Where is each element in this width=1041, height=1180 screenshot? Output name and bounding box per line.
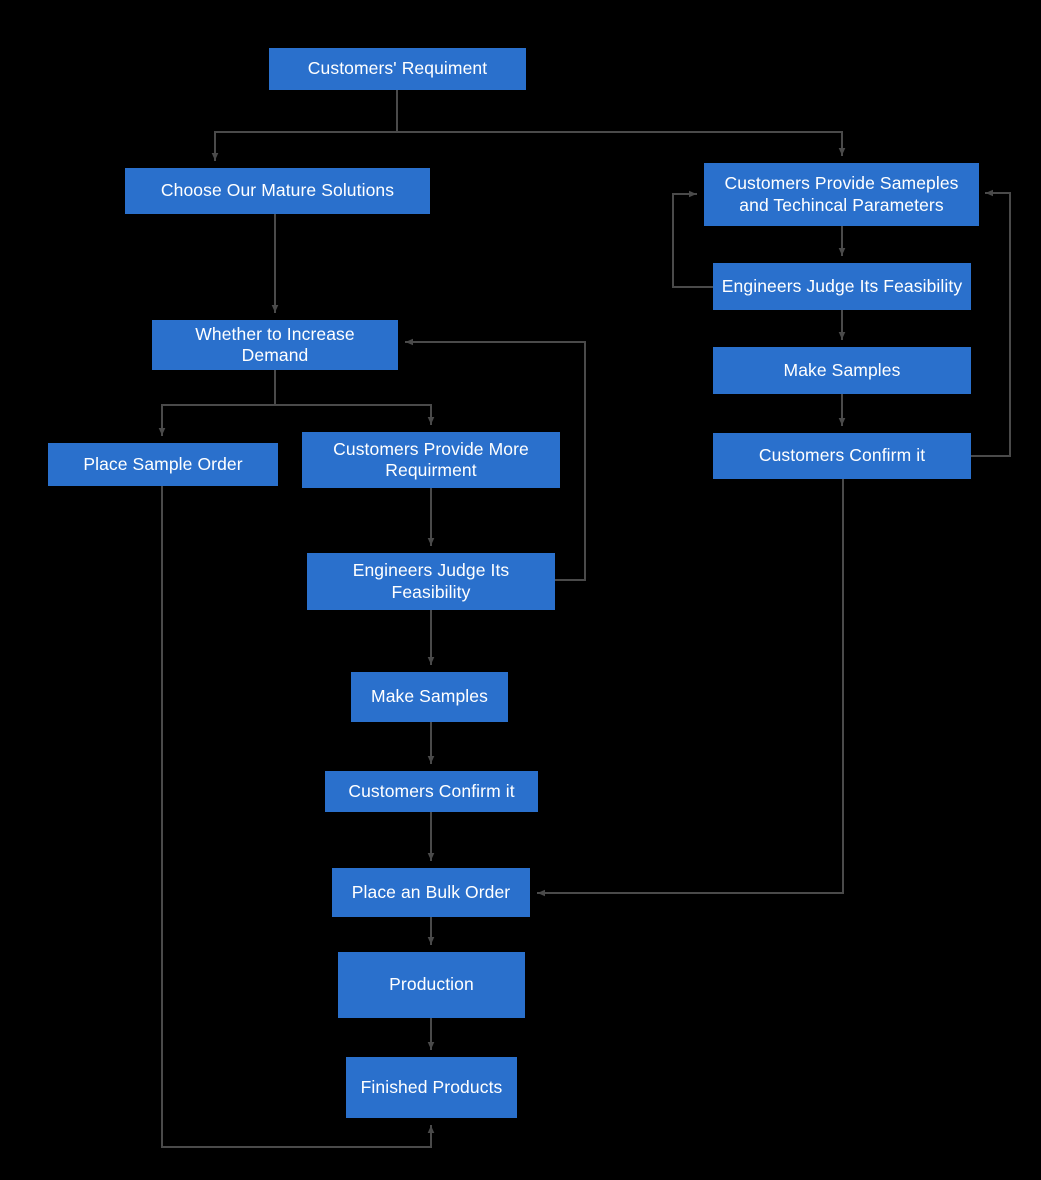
flow-node-label: Production xyxy=(389,974,474,995)
flow-node-production[interactable]: Production xyxy=(338,952,525,1018)
flow-node-label: Make Samples xyxy=(371,686,488,707)
connector-edge-confirm-to-bulk-order xyxy=(537,478,844,897)
flow-node-place-sample-order[interactable]: Place Sample Order xyxy=(48,443,278,486)
connector-edge-confirm-to-provide-loop xyxy=(970,189,1011,457)
flow-node-customers-confirm-middle[interactable]: Customers Confirm it xyxy=(325,771,538,812)
flow-node-choose-mature-solutions[interactable]: Choose Our Mature Solutions xyxy=(125,168,430,214)
flow-node-label: Finished Products xyxy=(360,1076,503,1097)
flow-node-make-samples-middle[interactable]: Make Samples xyxy=(351,672,508,722)
flow-node-label: Customers Confirm it xyxy=(758,445,926,466)
connector-edge-engineers-to-whether-loop xyxy=(405,338,586,581)
flow-node-label: Customers Confirm it xyxy=(348,780,515,801)
flow-node-finished-products[interactable]: Finished Products xyxy=(346,1057,517,1118)
flow-node-customers-requiment[interactable]: Customers' Requiment xyxy=(269,48,526,90)
flow-node-label: Customers' Requiment xyxy=(307,58,488,79)
flow-node-make-samples-right[interactable]: Make Samples xyxy=(713,347,971,394)
flow-node-place-bulk-order[interactable]: Place an Bulk Order xyxy=(332,868,530,917)
flow-node-engineers-judge-right[interactable]: Engineers Judge Its Feasibility xyxy=(713,263,971,310)
connector-edge-requiment-to-choose xyxy=(211,89,398,161)
flow-node-label: Engineers Judge Its Feasibility xyxy=(352,560,510,602)
flow-node-label: Engineers Judge Its Feasibility xyxy=(721,275,963,296)
flow-node-label: Make Samples xyxy=(783,359,901,380)
flow-node-label: Customers Provide Sameples and Techincal… xyxy=(724,173,959,215)
connector-edge-whether-to-provide-more xyxy=(274,369,435,425)
flow-node-whether-increase-demand[interactable]: Whether to Increase Demand xyxy=(152,320,398,370)
connector-edge-whether-to-sample-order xyxy=(158,369,276,436)
connector-edge-sample-order-to-finished xyxy=(161,485,435,1148)
flow-node-label: Place Sample Order xyxy=(83,453,243,474)
flow-node-label: Place an Bulk Order xyxy=(351,881,511,902)
flow-node-engineers-judge-middle[interactable]: Engineers Judge Its Feasibility xyxy=(307,553,555,610)
flow-node-label: Customers Provide More Requirment xyxy=(333,438,529,480)
flow-node-customers-confirm-right[interactable]: Customers Confirm it xyxy=(713,433,971,479)
flow-node-label: Choose Our Mature Solutions xyxy=(160,180,395,201)
flow-node-customers-provide-samples[interactable]: Customers Provide Sameples and Techincal… xyxy=(704,163,979,226)
connector-edge-requiment-to-provide xyxy=(396,89,846,156)
flow-node-customers-provide-more[interactable]: Customers Provide More Requirment xyxy=(302,432,560,488)
flow-node-label: Whether to Increase Demand xyxy=(195,323,355,365)
connector-edge-engineers-to-provide-loop xyxy=(672,190,714,288)
